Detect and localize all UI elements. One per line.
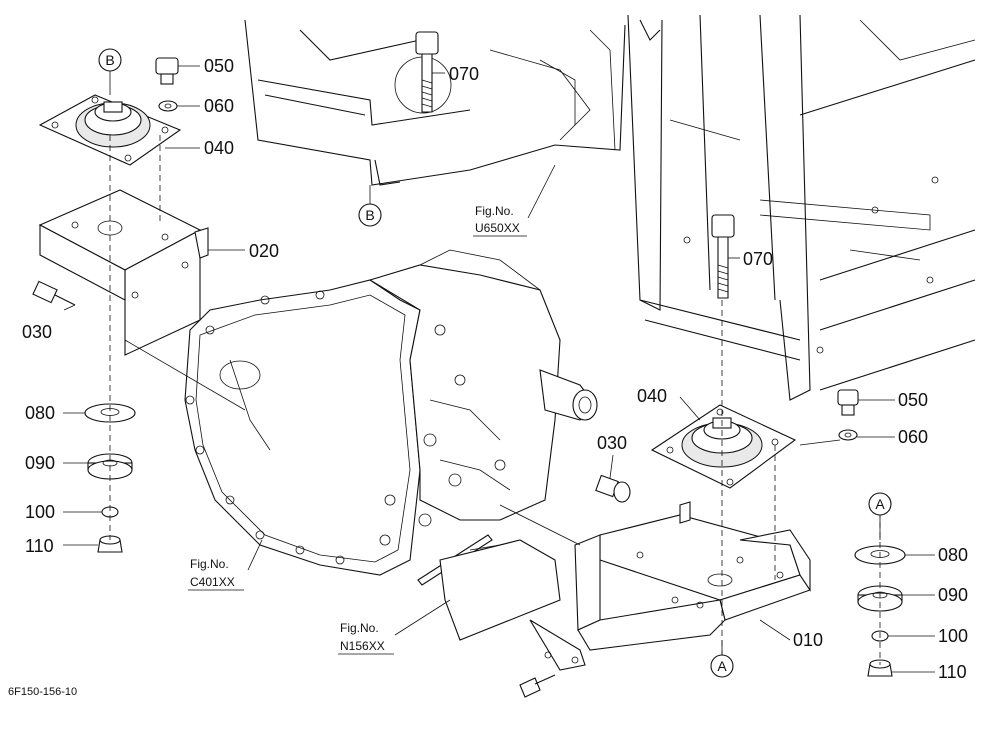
bolt-030-left [32,280,76,306]
label-050-right: 050 [898,390,928,410]
marker-a-bottom: A [717,658,727,674]
fig-ref-n156-title: Fig.No. [340,621,379,635]
label-090-right: 090 [938,585,968,605]
washer-060-right [838,429,858,441]
bolt-030-right [595,474,631,503]
label-100-right: 100 [938,626,968,646]
fig-ref-u650-code: U650XX [475,221,520,235]
fig-ref-u650-title: Fig.No. [475,204,514,218]
label-040-right: 040 [637,386,667,406]
marker-a-right: A [875,496,885,512]
label-040-left: 040 [204,138,234,158]
label-100-left: 100 [25,502,55,522]
label-060-left: 060 [204,96,234,116]
label-030-left: 030 [22,322,52,342]
chassis-frame-top [244,19,661,186]
cover-plate [439,539,561,641]
bracket-right-010 [574,501,811,651]
bolt-070-upper [415,31,439,113]
label-070-right: 070 [743,249,773,269]
reference-markers: B B A A [98,48,892,678]
marker-b-center: B [365,207,374,223]
label-030-right: 030 [597,433,627,453]
label-070-upper: 070 [449,64,479,84]
fig-ref-n156-code: N156XX [340,639,385,653]
bolt-070-right [711,214,735,299]
transmission-housing [184,249,598,576]
bracket-left [38,189,209,356]
fig-ref-c401-code: C401XX [190,575,235,589]
label-080-left: 080 [25,403,55,423]
mount-rubber-left [38,94,182,166]
washer-060-left [158,100,178,112]
label-010: 010 [793,630,823,650]
label-060-right: 060 [898,427,928,447]
figure-references: Fig.No. U650XX Fig.No. C401XX Fig.No. N1… [188,204,527,655]
label-050-left: 050 [204,56,234,76]
leader-lines [63,65,935,673]
label-110-left: 110 [25,536,54,556]
bolt-bottom [519,619,586,698]
mount-rubber-right [650,404,797,489]
bolt-050-right [837,389,859,416]
label-090-left: 090 [25,453,55,473]
washer-stack-right [854,545,906,677]
bolt-050-left [155,57,179,85]
label-110-right: 110 [938,662,967,682]
chassis-frame-right [627,14,976,401]
label-020: 020 [249,241,279,261]
part-labels: 050 060 040 020 030 080 090 100 110 070 … [22,56,968,682]
label-080-right: 080 [938,545,968,565]
fig-ref-c401-title: Fig.No. [190,557,229,571]
drawing-code: 6F150-156-10 [8,686,77,698]
marker-b-left: B [105,52,114,68]
